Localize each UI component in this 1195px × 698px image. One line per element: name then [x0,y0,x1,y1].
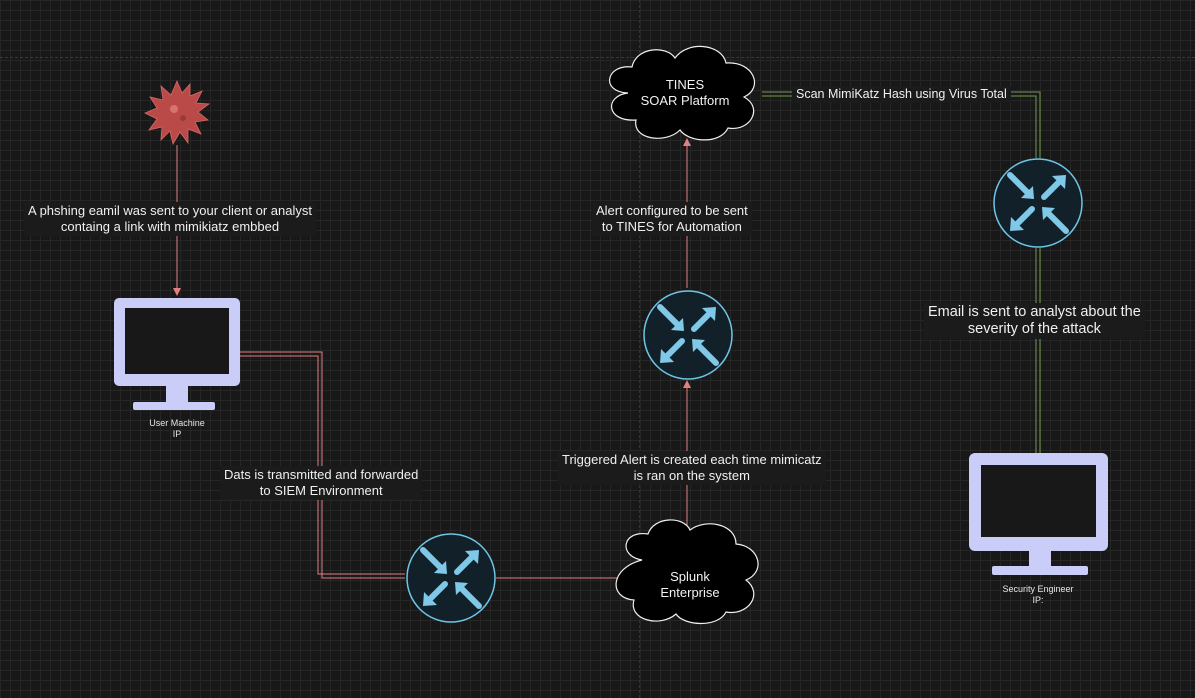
security-engineer-label: Security Engineer IP: [1002,584,1074,605]
user-machine-label: User Machine IP [149,418,205,439]
link-user-to-router [238,351,405,579]
grid-dashed-vertical [639,0,640,698]
engineer-monitor-icon [969,453,1108,575]
user-monitor-icon [114,298,240,410]
router-icon [994,159,1082,247]
router-icon [644,291,732,379]
triggered-alert-label: Triggered Alert is created each time mim… [558,451,826,485]
link-router-to-engineer [1035,248,1041,455]
splunk-label: Splunk Enterprise [660,569,720,600]
cloud-icon [609,45,756,141]
scan-label: Scan MimiKatz Hash using Virus Total [792,86,1011,103]
grid-dashed-horizontal [0,57,1195,58]
phishing-label: A phshing eamil was sent to your client … [24,202,316,236]
router-icon [407,534,495,622]
transmit-label: Dats is transmitted and forwarded to SIE… [220,466,423,500]
tines-label: TINES SOAR Platform [640,77,730,108]
email-label: Email is sent to analyst about the sever… [924,303,1145,339]
cloud-icon [615,519,759,624]
alert-configured-label: Alert configured to be sent to TINES for… [592,202,752,236]
virus-icon [144,79,211,146]
